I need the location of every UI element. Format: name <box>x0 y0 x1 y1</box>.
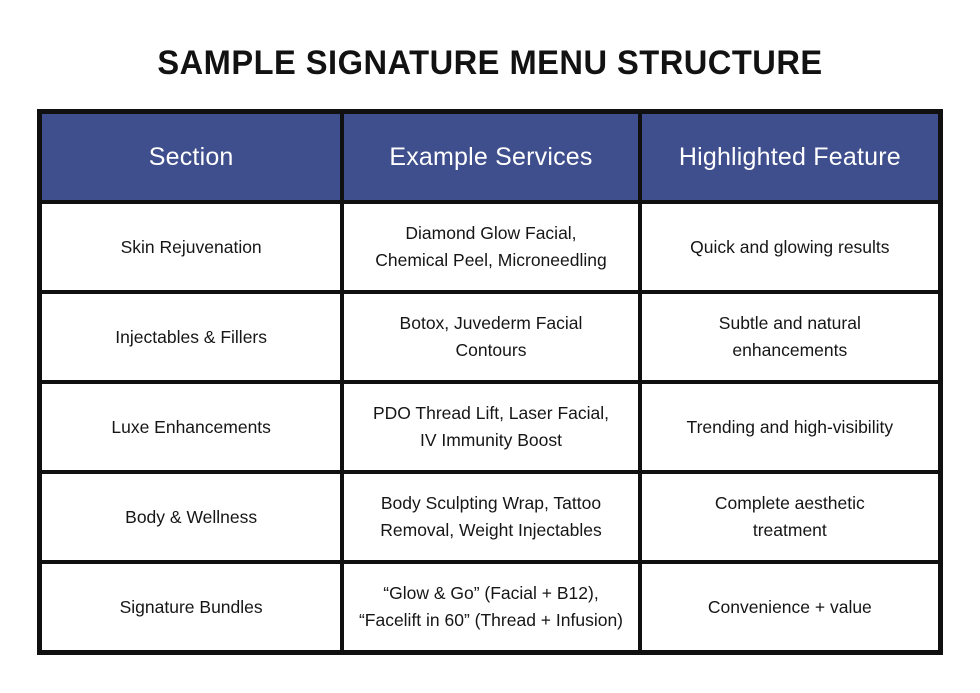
cell-feature-signature-bundles: Convenience + value <box>641 564 938 650</box>
column-header-example-services: Example Services <box>344 114 638 200</box>
cell-feature-body-wellness: Complete aesthetic treatment <box>641 474 938 560</box>
cell-feature-injectables-fillers: Subtle and natural enhancements <box>641 294 938 380</box>
cell-section-signature-bundles: Signature Bundles <box>42 564 341 650</box>
cell-services-signature-bundles: “Glow & Go” (Facial + B12), “Facelift in… <box>344 564 638 650</box>
cell-services-injectables-fillers: Botox, Juvederm Facial Contours <box>344 294 638 380</box>
cell-section-injectables-fillers: Injectables & Fillers <box>42 294 341 380</box>
cell-services-body-wellness: Body Sculpting Wrap, Tattoo Removal, Wei… <box>344 474 638 560</box>
column-header-section: Section <box>42 114 341 200</box>
cell-section-skin-rejuvenation: Skin Rejuvenation <box>42 204 341 290</box>
column-header-highlighted-feature: Highlighted Feature <box>641 114 938 200</box>
page-title: Sample Signature Menu Structure <box>157 44 823 82</box>
cell-services-luxe-enhancements: PDO Thread Lift, Laser Facial, IV Immuni… <box>344 384 638 470</box>
cell-section-body-wellness: Body & Wellness <box>42 474 341 560</box>
menu-structure-table: Section Example Services Highlighted Fea… <box>37 109 943 655</box>
cell-feature-skin-rejuvenation: Quick and glowing results <box>641 204 938 290</box>
cell-services-skin-rejuvenation: Diamond Glow Facial, Chemical Peel, Micr… <box>344 204 638 290</box>
cell-section-luxe-enhancements: Luxe Enhancements <box>42 384 341 470</box>
cell-feature-luxe-enhancements: Trending and high-visibility <box>641 384 938 470</box>
